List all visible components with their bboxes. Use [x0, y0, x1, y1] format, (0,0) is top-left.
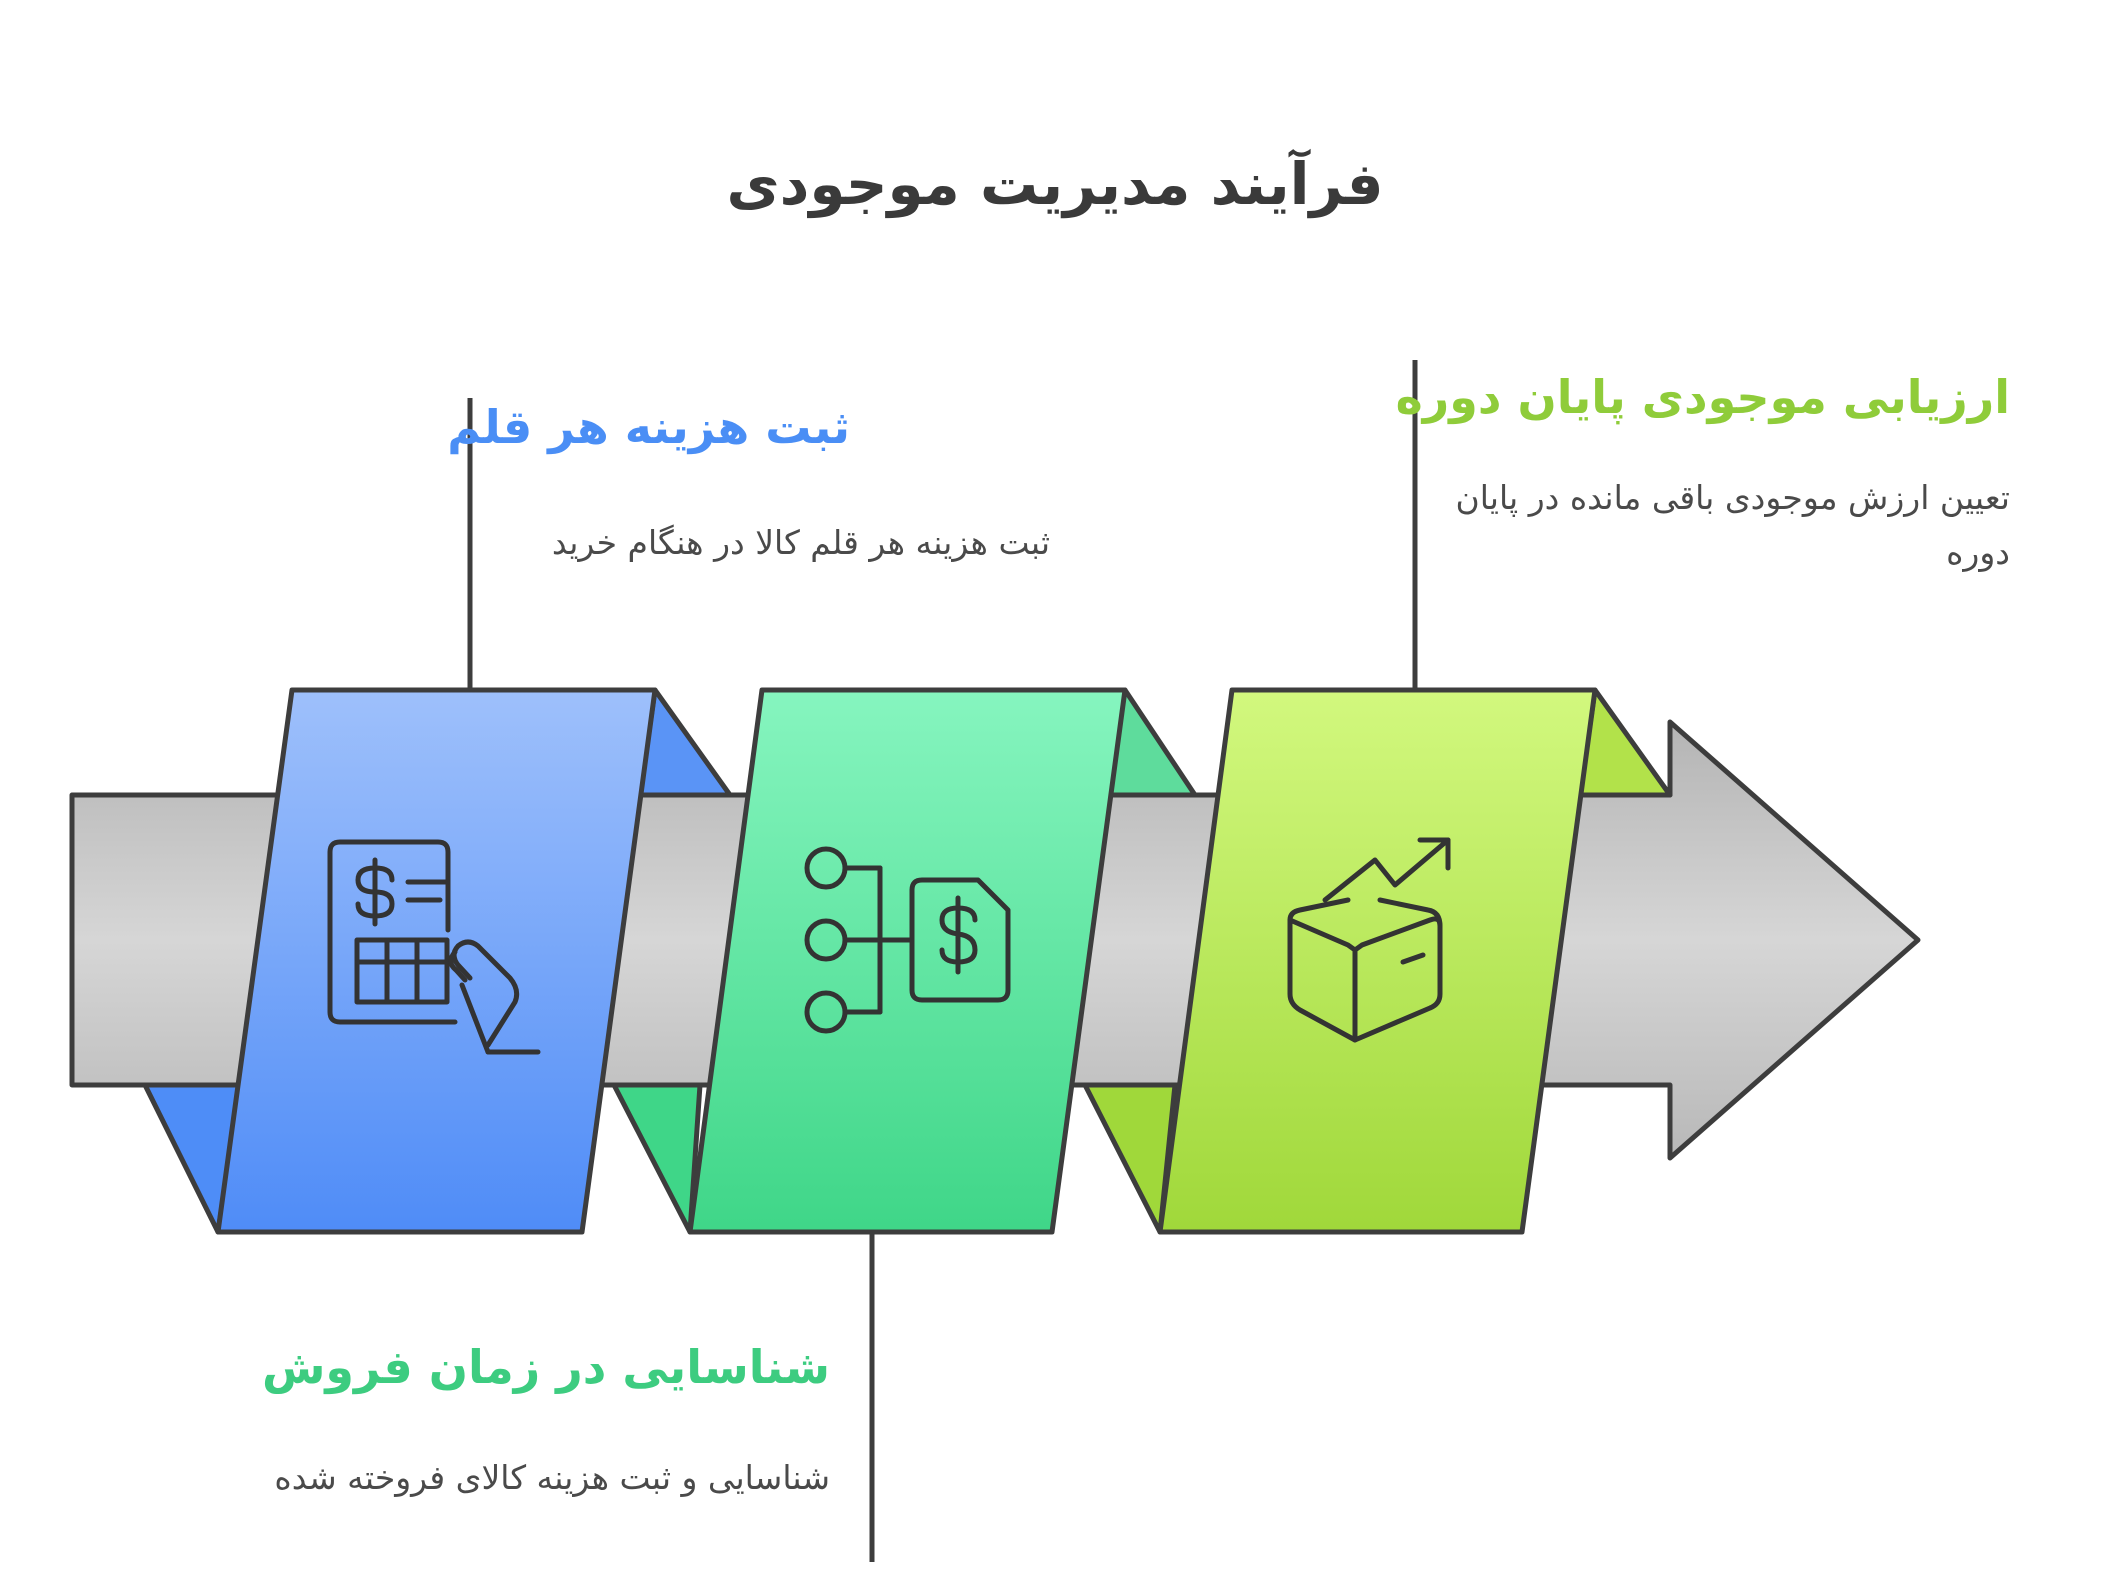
fold-back-bottom-step-2 — [611, 1082, 703, 1235]
page-title: فرآیند مدیریت موجودی — [726, 150, 1384, 218]
panel-step-2 — [687, 687, 1128, 1235]
flow-dollar-document-icon — [804, 846, 1011, 1034]
step-1-title: ثبت هزینه هر قلم — [447, 400, 850, 454]
step-3-description: تعیین ارزش موجودی باقی مانده در پایان دو… — [1455, 478, 2011, 572]
open-box-trend-icon — [1287, 837, 1451, 1043]
panel-step-3 — [1157, 687, 1598, 1235]
step-2-title: شناسایی در زمان فروش — [261, 1340, 830, 1394]
step-1-description: ثبت هزینه هر قلم کالا در هنگام خرید — [551, 523, 1050, 562]
step-3-title: ارزیابی موجودی پایان دوره — [1395, 370, 2010, 424]
invoice-hand-icon — [327, 839, 541, 1055]
step-2-description: شناسایی و ثبت هزینه کالای فروخته شده — [274, 1458, 830, 1497]
